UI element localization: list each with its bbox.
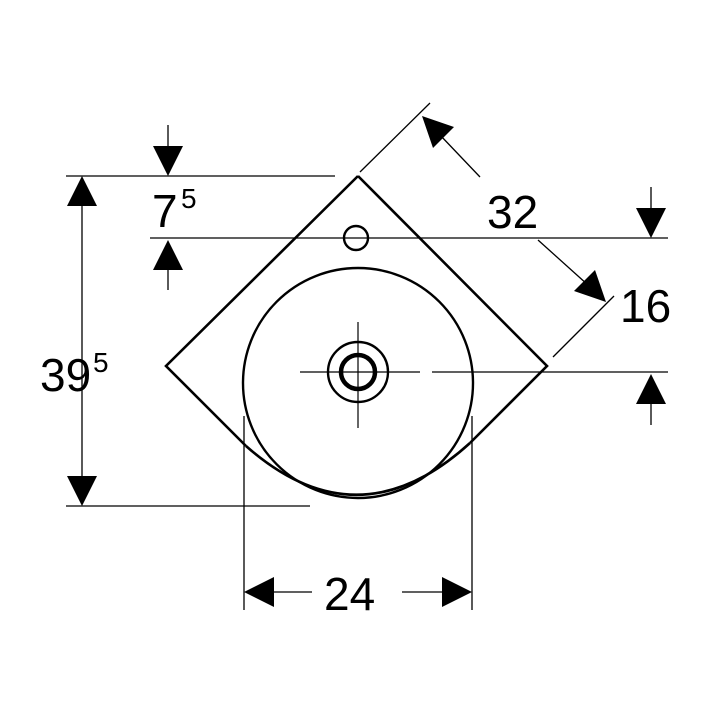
arrow-right-icon: [442, 577, 472, 607]
drain-offset-label: 16: [620, 280, 671, 332]
basin-rim-right-edge: [357, 175, 549, 444]
dimension-tap-hole-offset: 7 5: [152, 125, 197, 290]
dimension-line-side-length-upper: [439, 134, 481, 178]
arrow-up-icon: [67, 176, 97, 206]
side-length-label: 32: [487, 186, 538, 238]
bowl-circle: [241, 266, 475, 500]
basin-rim-left-edge: [164, 175, 359, 447]
basin-front-arc: [245, 442, 471, 496]
dimension-side-length: 32: [422, 116, 606, 302]
basin-outline: [164, 175, 549, 496]
extension-line-corner-diagonal: [359, 102, 431, 173]
arrow-down-right-icon: [574, 270, 606, 302]
arrow-down-icon: [153, 146, 183, 176]
arrow-up-icon: [636, 374, 666, 404]
arrow-down-icon: [67, 476, 97, 506]
tap-hole-offset-label: 7: [152, 185, 178, 237]
dimension-line-side-length-lower: [537, 239, 589, 286]
arrow-up-left-icon: [422, 116, 454, 148]
arrow-up-icon: [153, 240, 183, 270]
dimension-drain-offset: 16: [620, 187, 671, 425]
arrow-left-icon: [244, 577, 274, 607]
tap-hole-offset-superscript: 5: [181, 183, 197, 214]
arrow-down-icon: [636, 208, 666, 238]
overall-depth-superscript: 5: [93, 347, 109, 378]
dimension-bowl-width: 24: [244, 568, 472, 620]
overall-depth-label: 39: [40, 349, 91, 401]
dimension-overall-depth: 39 5: [40, 176, 109, 506]
extension-line-right-corner-diagonal: [552, 295, 615, 358]
bowl-width-label: 24: [324, 568, 375, 620]
